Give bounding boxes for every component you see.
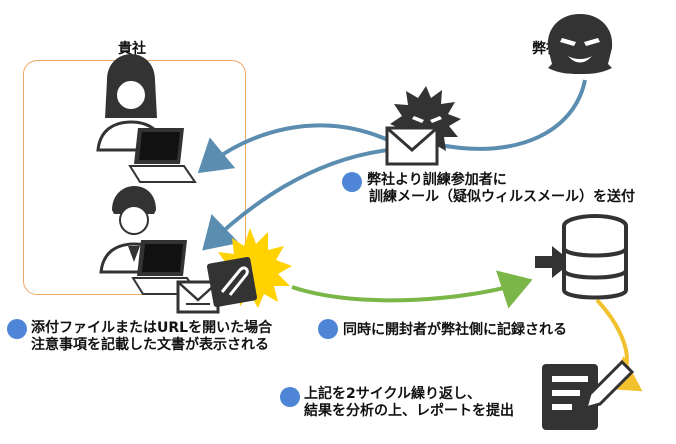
company-label: 貴社 — [118, 41, 146, 57]
flow-arrow-hacker-to-mail — [439, 79, 587, 151]
step-4-text: 上記を2サイクル繰り返し、 結果を分析の上、レポートを提出 — [304, 386, 514, 420]
step-2-line2: 注意事項を記載した文書が表示される — [31, 337, 269, 353]
mail-icon — [385, 126, 439, 166]
step-3-line1: 同時に開封者が弊社側に記録される — [343, 322, 567, 338]
step-4-marker — [280, 387, 300, 407]
hacker-icon — [547, 14, 613, 74]
step-1-text: 弊社より訓練参加者に 訓練メール（疑似ウィルスメール）を送付 — [367, 172, 635, 206]
step-1-line2: 訓練メール（疑似ウィルスメール）を送付 — [369, 189, 635, 205]
step-1-line1: 弊社より訓練参加者に — [367, 172, 507, 188]
step-4-line2: 結果を分析の上、レポートを提出 — [304, 403, 514, 419]
step-4-line1: 上記を2サイクル繰り返し、 — [304, 386, 482, 402]
step-2-text: 添付ファイルまたはURLを開いた場合 注意事項を記載した文書が表示される — [31, 320, 272, 354]
laptop-icon — [128, 128, 197, 183]
laptop-icon — [131, 240, 200, 295]
attachment-icon — [206, 256, 258, 308]
step-1-marker — [342, 172, 362, 192]
flow-arrow-record — [291, 270, 533, 309]
step-2-line1: 添付ファイルまたはURLを開いた場合 — [31, 320, 273, 336]
step-2-marker — [7, 319, 27, 339]
step-3-marker — [318, 319, 338, 339]
flow-arrow-mail-to-user1 — [197, 123, 389, 174]
flow-arrow-mail-to-user2 — [202, 148, 389, 251]
database-icon — [535, 214, 628, 300]
report-icon — [542, 359, 635, 430]
step-3-text: 同時に開封者が弊社側に記録される — [343, 322, 567, 339]
